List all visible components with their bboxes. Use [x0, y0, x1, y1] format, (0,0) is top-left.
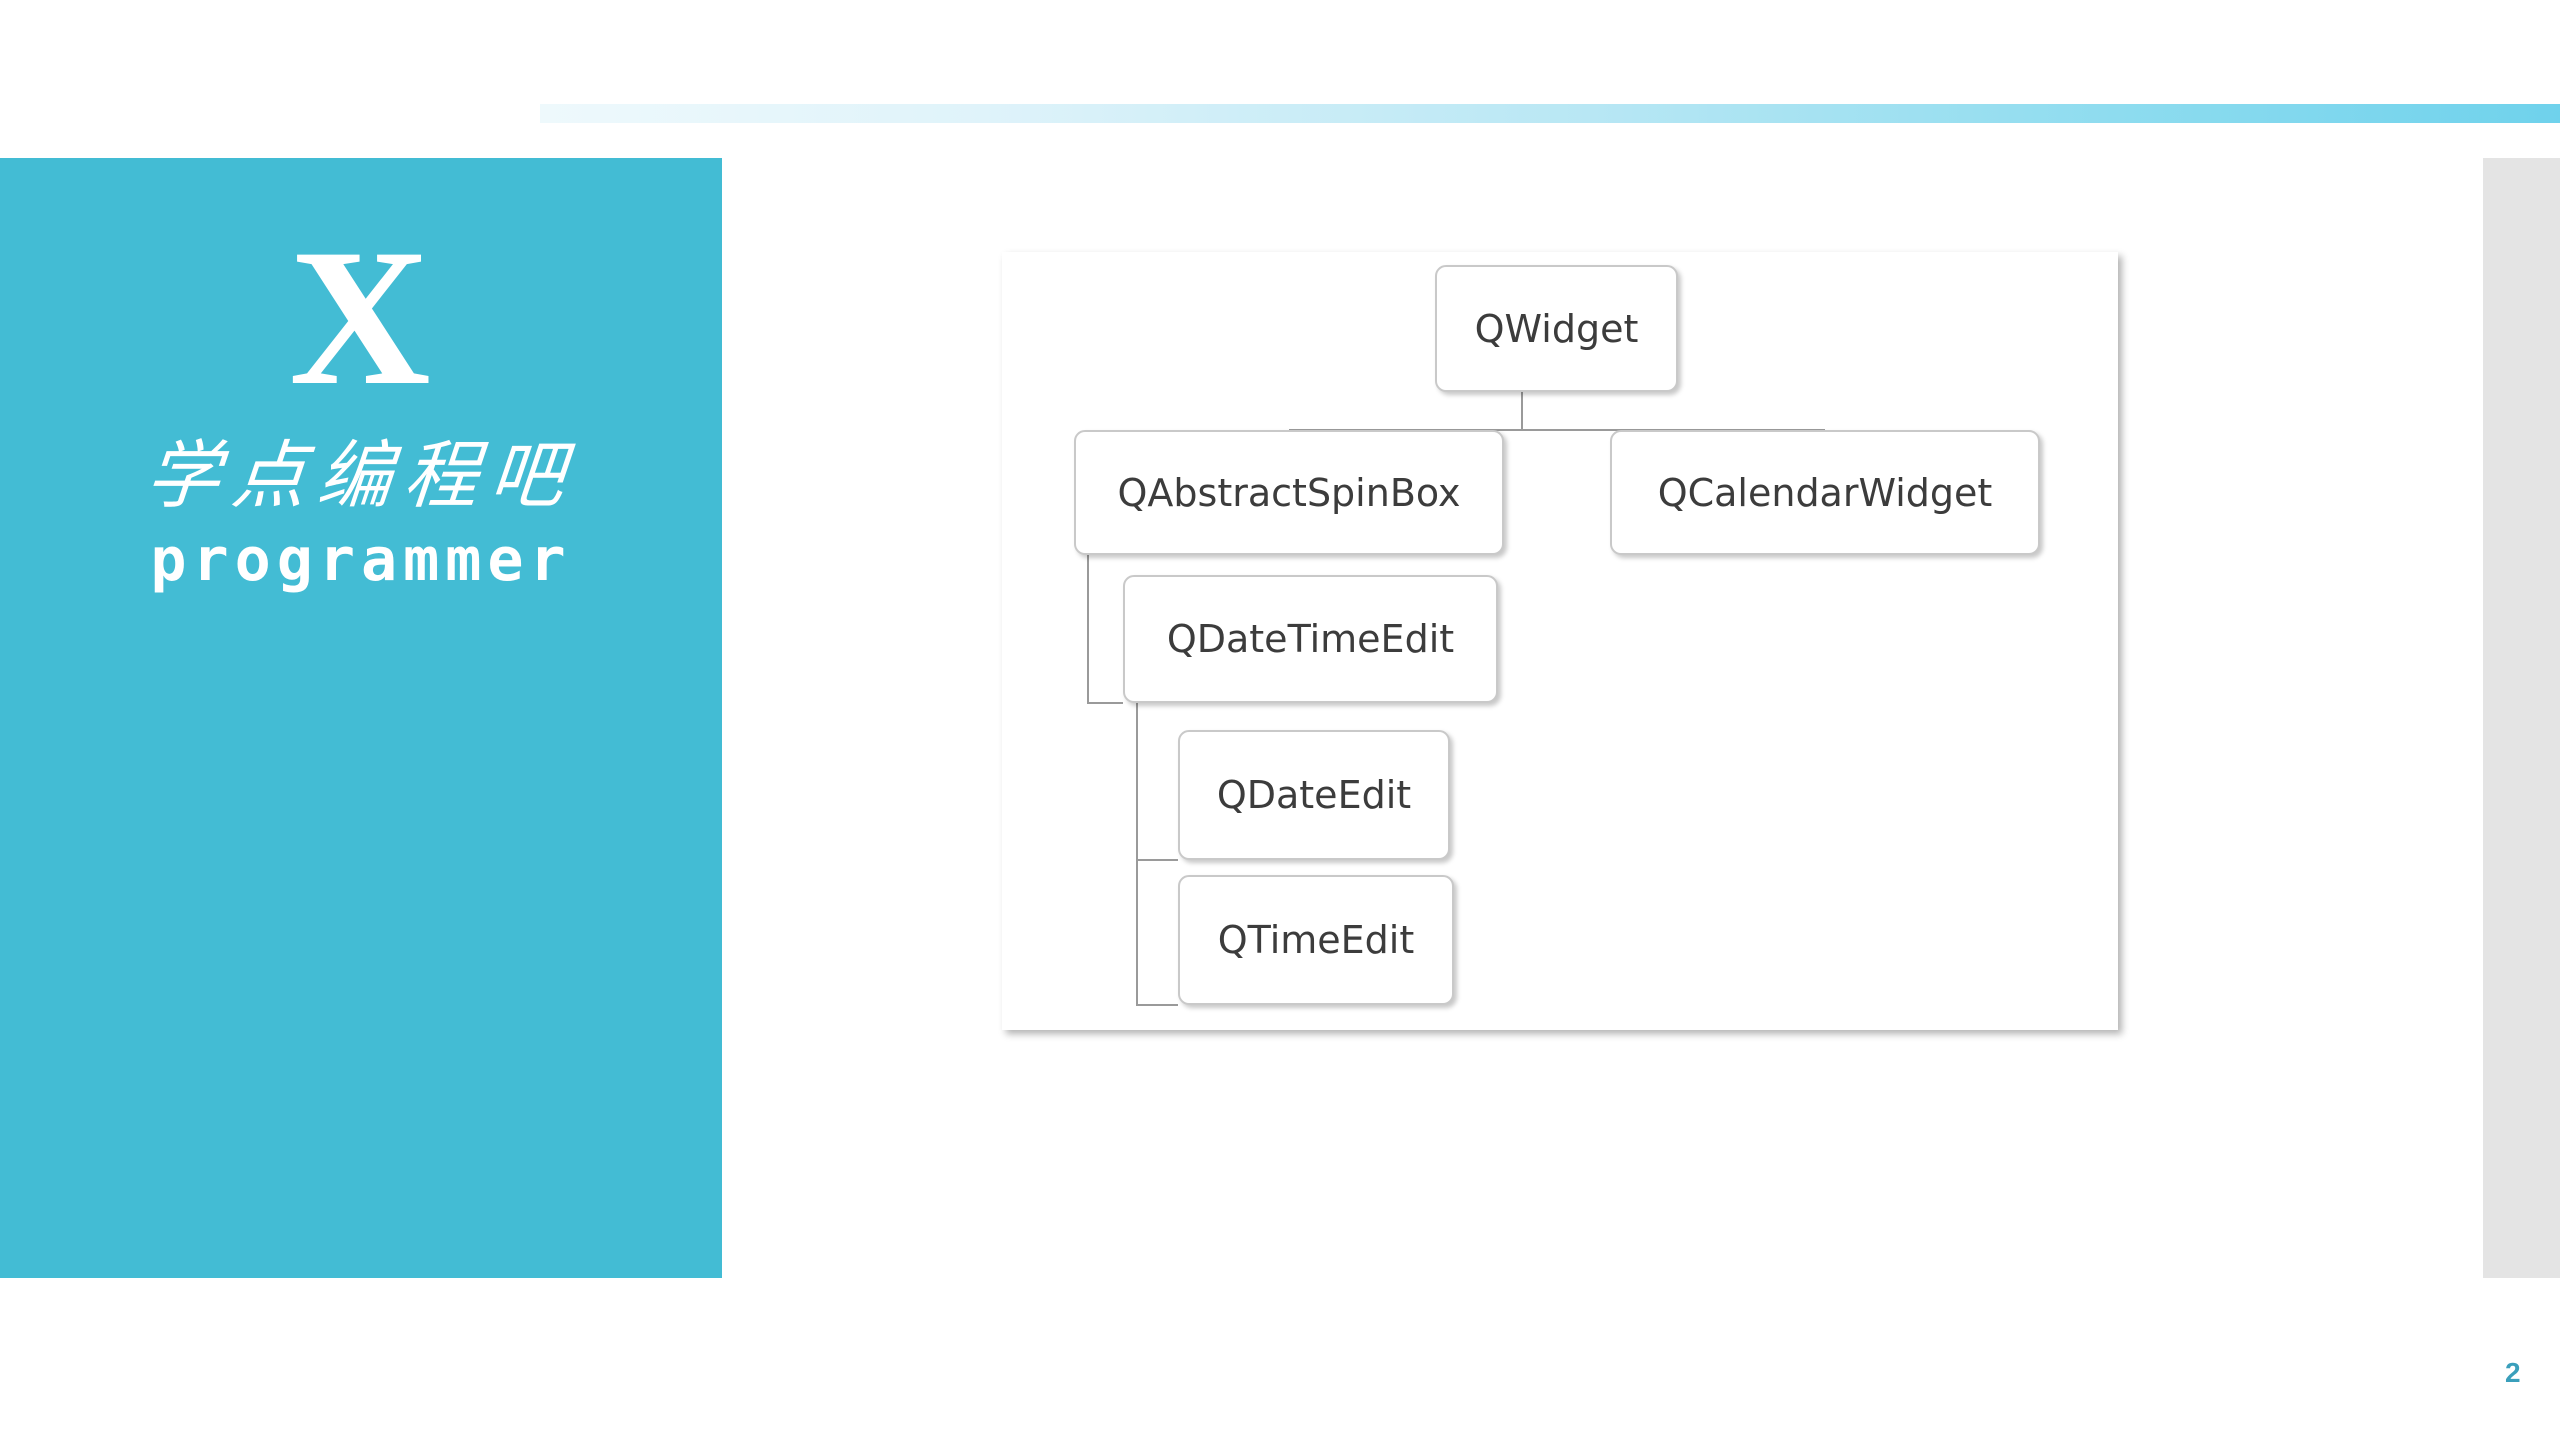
diagram-node-qdateedit[interactable]: QDateEdit [1178, 730, 1450, 860]
edge-datetimeedit-timeedit [1136, 860, 1178, 1006]
brand-english-name: programmer [150, 524, 572, 595]
brand-logo-letter: X [289, 209, 433, 426]
right-side-panel [2483, 158, 2560, 1278]
diagram-node-qwidget[interactable]: QWidget [1435, 265, 1678, 392]
diagram-node-qdatetimeedit[interactable]: QDateTimeEdit [1123, 575, 1498, 703]
diagram-node-qtimeedit[interactable]: QTimeEdit [1178, 875, 1454, 1005]
diagram-canvas: QWidget QAbstractSpinBox QCalendarWidget… [1002, 252, 2118, 1030]
page-number: 2 [2505, 1357, 2521, 1388]
diagram-node-qcalendarwidget[interactable]: QCalendarWidget [1610, 430, 2040, 555]
brand-panel: X 学点编程吧 programmer [0, 158, 722, 1278]
edge-datetimeedit-dateedit [1136, 703, 1178, 861]
top-accent-bar [540, 104, 2560, 123]
inheritance-diagram: QWidget QAbstractSpinBox QCalendarWidget… [1002, 252, 2118, 1030]
brand-chinese-name: 学点编程吧 [142, 433, 580, 519]
diagram-node-qabstractspinbox[interactable]: QAbstractSpinBox [1074, 430, 1504, 555]
edge-spinbox-datetimeedit [1087, 555, 1123, 704]
